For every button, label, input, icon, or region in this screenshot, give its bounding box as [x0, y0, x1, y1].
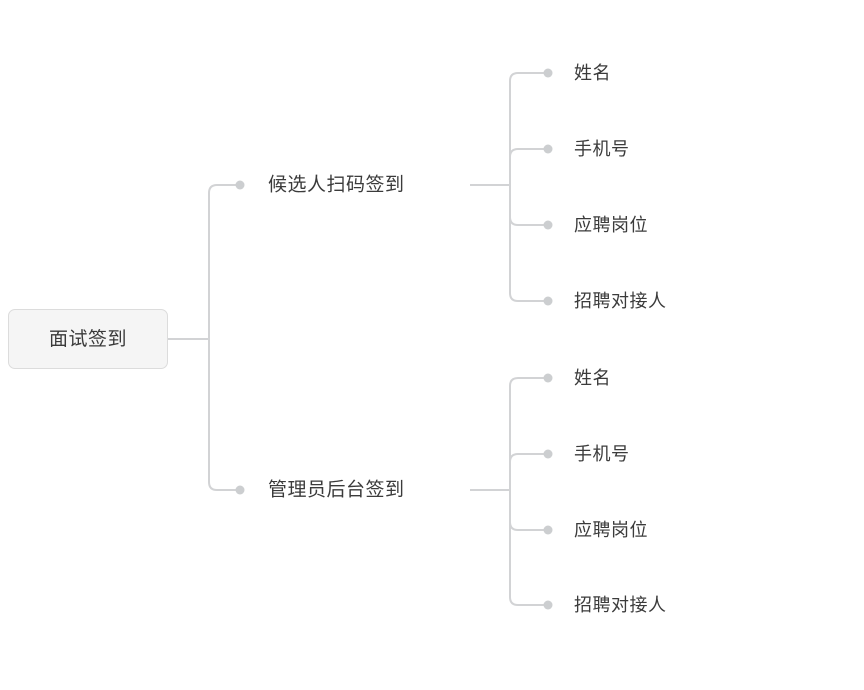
leaf-node-branch2-4[interactable]: 招聘对接人 — [574, 596, 667, 614]
leaf-node-branch1-2[interactable]: 手机号 — [574, 140, 630, 158]
edge-branch1-leaf4 — [509, 185, 548, 302]
edge-branch1-leaf1 — [509, 72, 548, 185]
dot-branch1-leaf2 — [543, 144, 553, 154]
leaf-node-label: 姓名 — [574, 368, 611, 388]
leaf-node-label: 应聘岗位 — [574, 215, 648, 235]
root-node[interactable]: 面试签到 — [8, 309, 168, 369]
leaf-node-branch1-1[interactable]: 姓名 — [574, 64, 611, 82]
edge-branch2-leaf2 — [509, 453, 548, 490]
leaf-node-branch2-3[interactable]: 应聘岗位 — [574, 521, 648, 539]
edge-root-trunk-lower — [208, 339, 240, 491]
dot-branch1-leaf4 — [543, 296, 553, 306]
edge-branch2-leaf3 — [509, 490, 548, 531]
root-node-label: 面试签到 — [48, 328, 127, 350]
edge-root-trunk-upper — [208, 184, 240, 339]
leaf-node-branch1-3[interactable]: 应聘岗位 — [574, 216, 648, 234]
dot-branch1-leaf3 — [543, 220, 553, 230]
dot-branch2-leaf3 — [543, 525, 553, 535]
edge-branch1-leaf3 — [509, 185, 548, 226]
leaf-node-label: 招聘对接人 — [574, 595, 667, 615]
leaf-node-label: 手机号 — [574, 444, 630, 464]
leaf-node-branch2-1[interactable]: 姓名 — [574, 369, 611, 387]
leaf-node-label: 招聘对接人 — [574, 291, 667, 311]
branch-node-1[interactable]: 候选人扫码签到 — [268, 176, 405, 195]
dot-branch-1 — [235, 180, 245, 190]
dot-branch2-leaf2 — [543, 449, 553, 459]
leaf-node-label: 手机号 — [574, 139, 630, 159]
leaf-node-branch2-2[interactable]: 手机号 — [574, 445, 630, 463]
branch-node-2-label: 管理员后台签到 — [268, 479, 405, 501]
dot-branch2-leaf1 — [543, 373, 553, 383]
dot-branch2-leaf4 — [543, 600, 553, 610]
dot-branch1-leaf1 — [543, 68, 553, 78]
edge-branch1-leaf2 — [509, 148, 548, 185]
leaf-node-label: 姓名 — [574, 63, 611, 83]
edge-branch2-leaf1 — [509, 377, 548, 490]
dot-branch-2 — [235, 485, 245, 495]
leaf-node-label: 应聘岗位 — [574, 520, 648, 540]
edge-branch2-leaf4 — [509, 490, 548, 606]
branch-node-1-label: 候选人扫码签到 — [268, 174, 405, 196]
leaf-node-branch1-4[interactable]: 招聘对接人 — [574, 292, 667, 310]
branch-node-2[interactable]: 管理员后台签到 — [268, 481, 405, 500]
